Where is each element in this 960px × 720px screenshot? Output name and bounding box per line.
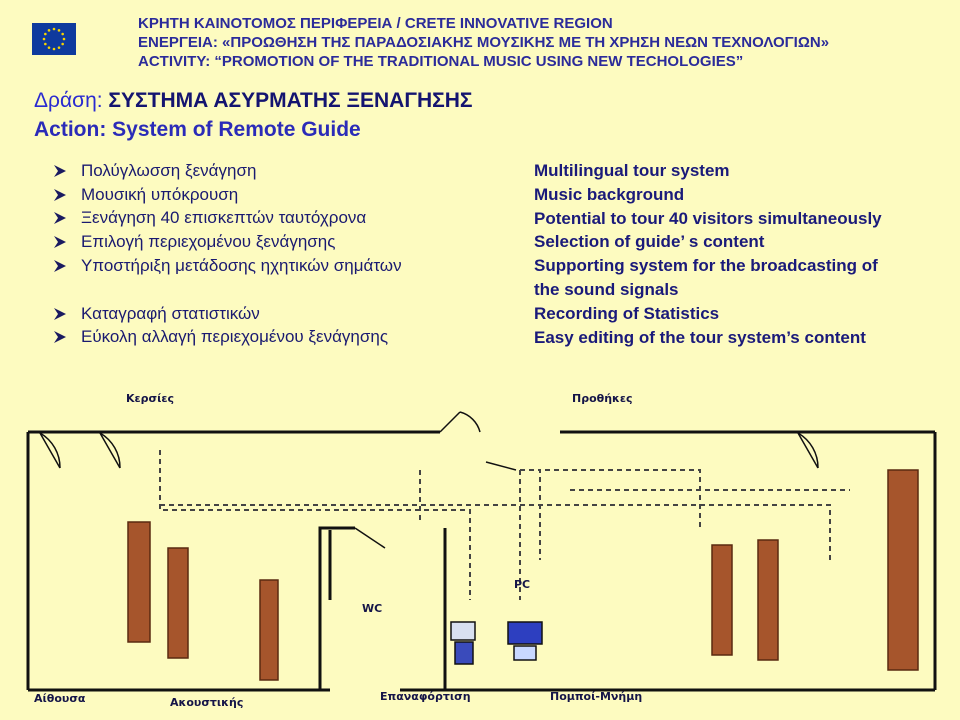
action-title-gr: Δράση: ΣΥΣΤΗΜΑ ΑΣΥΡΜΑΤΗΣ ΞΕΝΑΓΗΣΗΣ	[34, 88, 472, 114]
flag-star-icon	[47, 46, 51, 49]
action-title-block: Δράση: ΣΥΣΤΗΜΑ ΑΣΥΡΜΑΤΗΣ ΞΕΝΑΓΗΣΗΣ Actio…	[34, 88, 472, 143]
list-item-text: Μουσική υπόκρουση	[81, 184, 239, 204]
list-item: Εύκολη αλλαγή περιεχομένου ξενάγησης	[53, 326, 402, 350]
list-item-text: Ξενάγηση 40 επισκεπτών ταυτόχρονα	[81, 208, 367, 228]
action-title-en: Action: System of Remote Guide	[34, 118, 361, 141]
list-item-text: Potential to tour 40 visitors simultaneo…	[534, 208, 882, 228]
flag-star-icon	[47, 29, 51, 32]
flag-star-icon	[61, 42, 64, 46]
header-region-line: ΚΡΗΤΗ ΚΑΙΝΟΤΟΜΟΣ ΠΕΡΙΦΕΡΕΙΑ / CRETE INNO…	[138, 15, 613, 32]
floor-plan-diagram: Κερσίες Προθήκες WC PC Αίθουσα Ακουστική…	[26, 392, 937, 709]
header-activity-en-line: ACTIVITY: “PROMOTION OF THE TRADITIONAL …	[138, 53, 744, 70]
list-item-text: Selection of guide’ s content	[534, 232, 765, 252]
list-item-text: Recording of Statistics	[534, 303, 720, 323]
plan-label-top-left: Κερσίες	[126, 392, 174, 405]
list-item: Πολύγλωσση ξενάγηση	[53, 159, 402, 183]
flag-star-icon	[44, 32, 47, 36]
arrow-bullet-icon	[54, 260, 66, 273]
list-item: Υποστήριξη μετάδοσης ηχητικών σημάτων	[53, 254, 402, 278]
feature-list-greek: Πολύγλωσση ξενάγηση Μουσική υπόκρουση Ξε…	[53, 159, 402, 349]
plan-label-bottom-4: Πομποί-Μνήμη	[550, 690, 642, 703]
plan-label-bottom-2: Ακουστικής	[170, 696, 243, 709]
plan-label-bottom-1: Αίθουσα	[34, 692, 86, 705]
list-item-text: Καταγραφή στατιστικών	[81, 303, 260, 323]
flag-star-icon	[57, 29, 61, 32]
flag-star-icon	[52, 47, 56, 51]
flag-star-icon	[62, 37, 66, 41]
list-item-text: Supporting system for the broadcasting o…	[534, 256, 878, 276]
flag-star-icon	[52, 27, 56, 31]
action-label-gr: Δράση:	[34, 89, 103, 112]
list-item: Καταγραφή στατιστικών	[53, 302, 402, 326]
list-item: Επιλογή περιεχομένου ξενάγησης	[53, 230, 402, 254]
header-activity-gr-line: ΕΝΕΡΓΕΙΑ: «ΠΡΟΩΘΗΣΗ ΤΗΣ ΠΑΡΑΔΟΣΙΑΚΗΣ ΜΟΥ…	[138, 34, 830, 51]
list-item-text: Υποστήριξη μετάδοσης ηχητικών σημάτων	[81, 256, 402, 276]
list-item-text: Εύκολη αλλαγή περιεχομένου ξενάγησης	[81, 327, 389, 347]
list-item: Μουσική υπόκρουση	[53, 183, 402, 207]
arrow-bullet-icon	[54, 236, 66, 249]
flag-star-icon	[61, 32, 64, 36]
list-item-text: Music background	[534, 184, 685, 204]
eu-flag-logo	[32, 23, 76, 55]
list-item-text: Επιλογή περιεχομένου ξενάγησης	[81, 232, 336, 252]
flag-star-icon	[42, 37, 46, 41]
action-name-gr: ΣΥΣΤΗΜΑ ΑΣΥΡΜΑΤΗΣ ΞΕΝΑΓΗΣΗΣ	[102, 89, 473, 112]
list-item-text: Πολύγλωσση ξενάγηση	[81, 160, 257, 180]
arrow-bullet-icon	[54, 212, 66, 225]
flag-star-icon	[57, 46, 61, 49]
list-item: Ξενάγηση 40 επισκεπτών ταυτόχρονα	[53, 207, 402, 231]
flag-star-icon	[44, 42, 47, 46]
arrow-bullet-icon	[54, 331, 66, 344]
list-item-text: the sound signals	[534, 279, 679, 299]
arrow-bullet-icon	[54, 307, 66, 320]
plan-label-pc: PC	[514, 578, 530, 591]
arrow-bullet-icon	[54, 164, 66, 177]
plan-label-wc: WC	[362, 602, 382, 615]
list-item-text: Easy editing of the tour system’s conten…	[534, 327, 866, 347]
plan-label-bottom-3: Επαναφόρτιση	[380, 690, 471, 703]
plan-label-top-right: Προθήκες	[572, 392, 632, 405]
list-item-text: Multilingual tour system	[534, 161, 730, 180]
header: ΚΡΗΤΗ ΚΑΙΝΟΤΟΜΟΣ ΠΕΡΙΦΕΡΕΙΑ / CRETE INNO…	[138, 14, 829, 71]
feature-list-english: Multilingual tour system Music backgroun…	[534, 159, 882, 349]
arrow-bullet-icon	[54, 188, 66, 201]
